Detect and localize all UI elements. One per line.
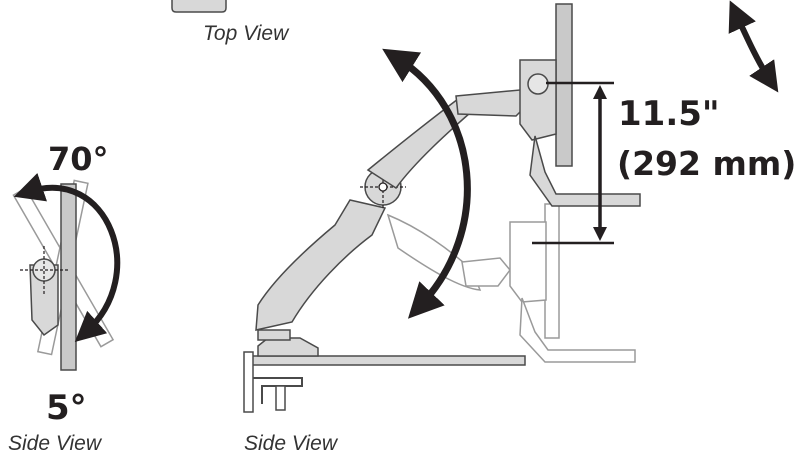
- tilt-down-angle-label: 5°: [46, 388, 87, 428]
- arm-ghost-joint: [461, 257, 511, 287]
- height-inches-label: 11.5": [618, 94, 720, 134]
- top-view-caption: Top View: [203, 22, 289, 45]
- tilt-range-arrow: [13, 173, 121, 342]
- head-knob: [527, 73, 549, 95]
- monitor-upper: [555, 3, 573, 167]
- diagram-canvas: Top View 70° 5° 11.5" (292 mm) Side View…: [8, 0, 796, 455]
- monitor-ghost-lower: [544, 203, 560, 339]
- clamp-jaw: [253, 377, 303, 404]
- head-ghost-lower: [509, 221, 547, 303]
- monitor-arm-diagram: [12, 0, 779, 413]
- side-view-caption-center: Side View: [244, 432, 338, 455]
- elbow-center: [378, 182, 388, 192]
- tilt-up-angle-label: 70°: [48, 140, 109, 178]
- monitor-arm: [243, 0, 779, 413]
- desk-surface: [249, 355, 526, 366]
- stand-ghost-lower: [519, 297, 636, 363]
- arm-range-arrow: [382, 48, 471, 319]
- clamp-screw: [275, 385, 286, 411]
- forearm-link: [455, 89, 529, 117]
- side-view-caption-left: Side View: [8, 432, 102, 455]
- lower-arm: [255, 199, 387, 331]
- monitor-upright: [60, 183, 77, 371]
- monitor-head: [519, 59, 557, 141]
- clamp-back: [243, 351, 254, 413]
- swivel-arrow: [728, 0, 779, 93]
- tilt-side-view: [12, 173, 121, 371]
- arm-post: [257, 329, 291, 341]
- monitor-stand-upper: [529, 135, 641, 207]
- top-view-fragment: [171, 0, 227, 13]
- height-mm-label: (292 mm): [617, 144, 796, 183]
